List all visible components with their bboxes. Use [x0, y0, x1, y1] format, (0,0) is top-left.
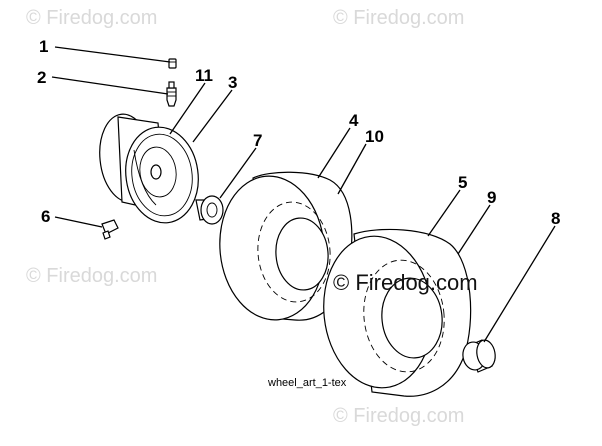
callout-6: 6 — [41, 207, 50, 226]
brand-watermark: © Firedog.com — [333, 270, 478, 295]
callout-2: 2 — [37, 68, 46, 87]
callout-11: 11 — [195, 66, 213, 85]
grease-fitting-part — [101, 219, 119, 240]
callout-5: 5 — [458, 173, 467, 192]
watermark-top-left: © Firedog.com — [26, 7, 157, 29]
leader-lines — [51, 46, 556, 343]
callout-1: 1 — [39, 37, 48, 56]
hub-cap-part — [462, 339, 496, 373]
callout-4: 4 — [349, 111, 359, 130]
watermark-bottom-right: © Firedog.com — [333, 405, 464, 427]
valve-cap-part — [168, 58, 177, 69]
rim-part — [99, 113, 199, 224]
diagram-caption: wheel_art_1-tex — [267, 377, 347, 389]
callout-3: 3 — [228, 73, 237, 92]
valve-stem-part — [166, 81, 177, 107]
watermark-bottom-left: © Firedog.com — [26, 265, 157, 287]
callout-9: 9 — [487, 188, 496, 207]
tire-5-part — [323, 228, 472, 397]
callout-7: 7 — [253, 131, 262, 150]
callout-10: 10 — [365, 127, 384, 146]
bushing-part — [195, 195, 224, 225]
callout-8: 8 — [551, 209, 560, 228]
watermark-top-right: © Firedog.com — [333, 7, 464, 29]
